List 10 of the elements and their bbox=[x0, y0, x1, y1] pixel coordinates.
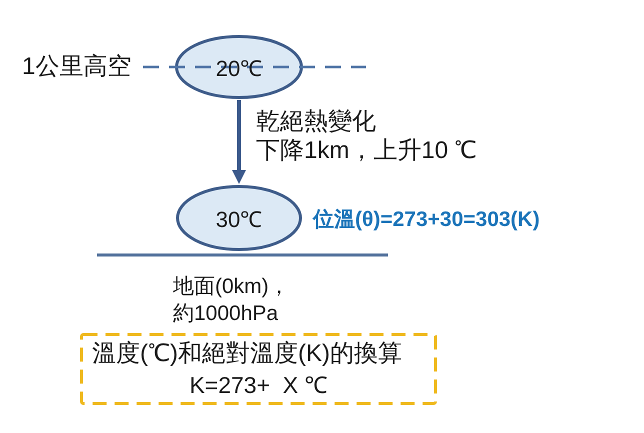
arrow bbox=[232, 100, 246, 184]
edge-label: 乾絕熱變化 bbox=[256, 107, 376, 136]
note-box bbox=[80, 333, 437, 405]
altitude-label: 1公里高空 bbox=[22, 52, 132, 82]
ground-label: 地面(0km)，約1000hPa bbox=[173, 274, 291, 327]
potential-temperature-formula: 位溫(θ)=273+30=303(K) bbox=[313, 207, 540, 233]
lapse-rate-text: 下降1km，上升10 ℃ bbox=[256, 136, 477, 166]
air-parcel-ellipse: 30℃ bbox=[176, 185, 302, 251]
note-heading: 溫度(℃)和絕對溫度(K)的換算 bbox=[92, 339, 402, 369]
conversion-formula: K=273+ X ℃ bbox=[189, 371, 328, 400]
